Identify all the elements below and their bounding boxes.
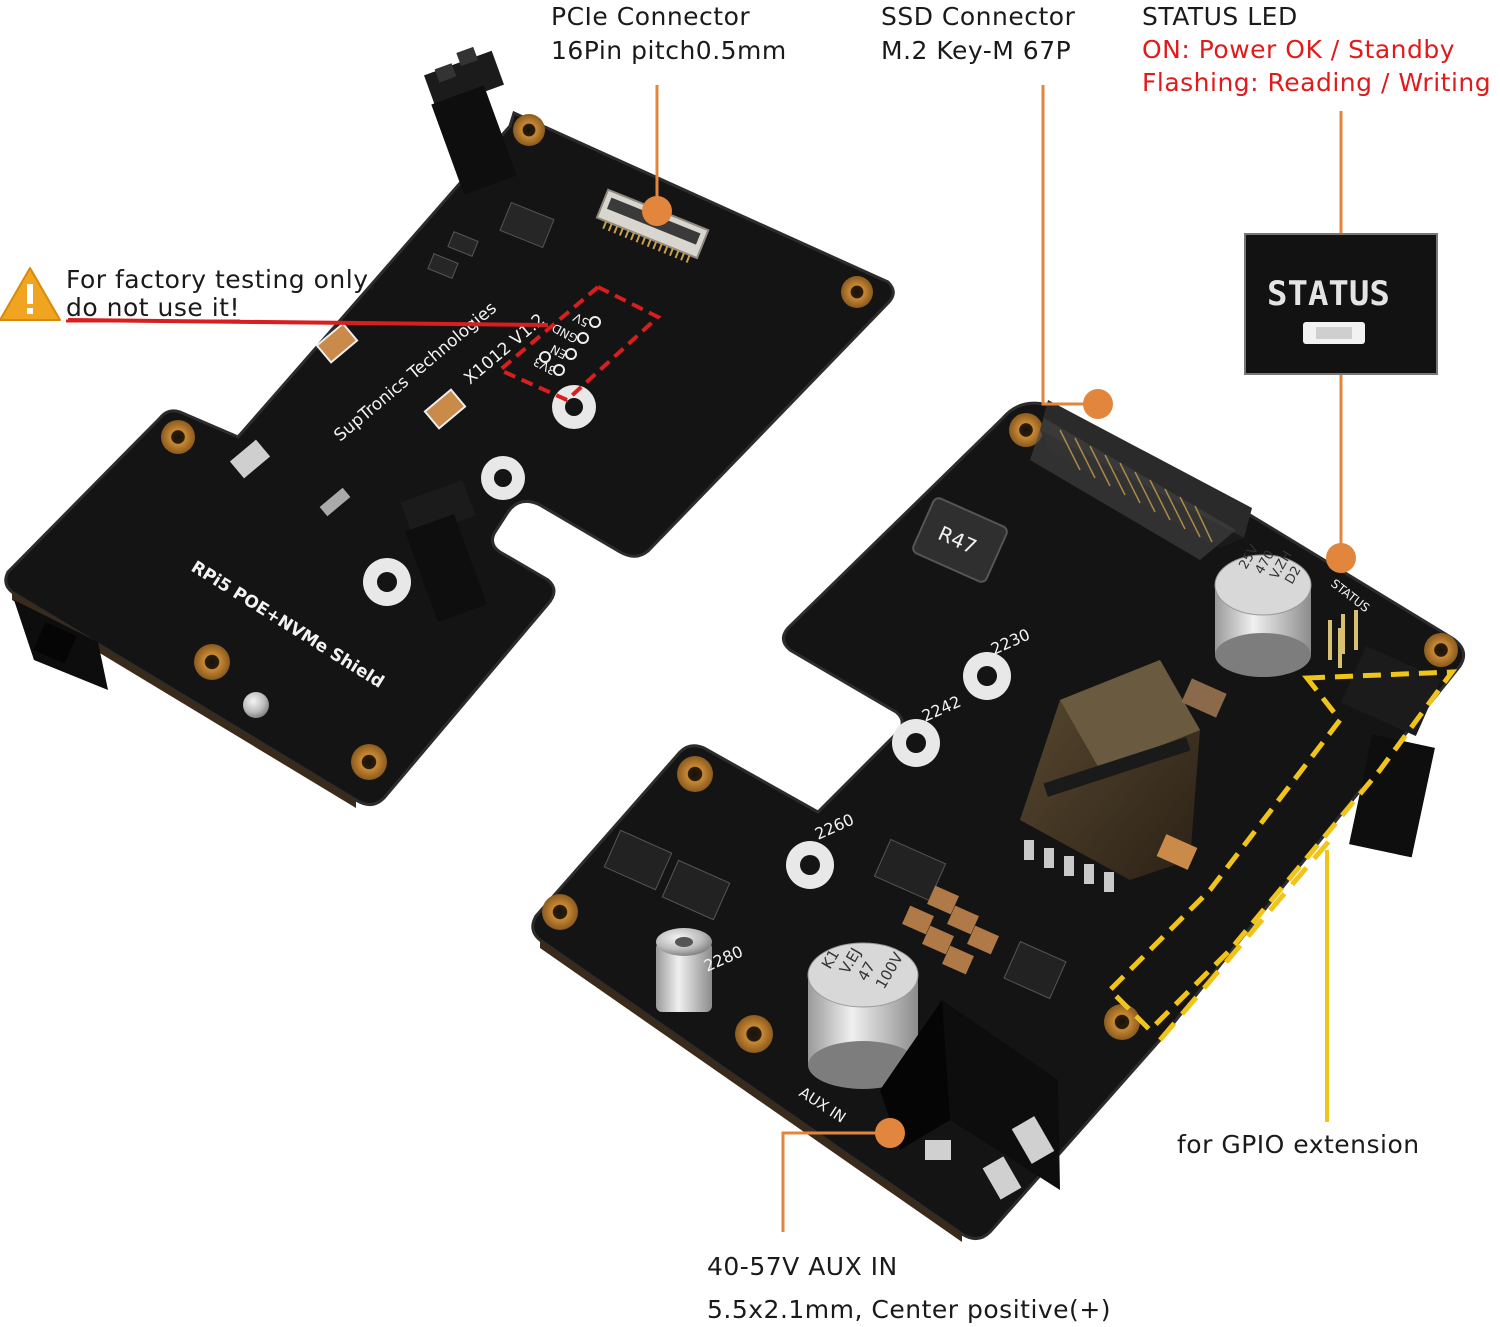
gpio-dash-line bbox=[1158, 838, 1332, 1042]
inductor-r47: R47 bbox=[912, 497, 1008, 583]
mount-hole bbox=[194, 644, 230, 680]
status-line2: Flashing: Reading / Writing bbox=[1142, 68, 1492, 97]
mount-hole bbox=[351, 744, 387, 780]
smd-part bbox=[319, 487, 351, 517]
board-edge bbox=[540, 940, 962, 1242]
top-header-lower bbox=[400, 479, 487, 622]
mount-hole bbox=[1104, 1004, 1140, 1040]
status-inset-text: STATUS bbox=[1267, 274, 1390, 314]
top-header-upper bbox=[424, 46, 517, 195]
chip bbox=[427, 253, 459, 279]
mount-hole bbox=[161, 420, 195, 454]
status-title: STATUS LED bbox=[1142, 2, 1298, 31]
capacitor bbox=[423, 388, 467, 430]
factory-line1: For factory testing only, bbox=[66, 265, 377, 294]
cap-cluster bbox=[902, 885, 999, 975]
chip bbox=[873, 838, 947, 902]
capacitor bbox=[315, 322, 359, 364]
resistor bbox=[1181, 678, 1227, 718]
chip bbox=[499, 201, 555, 249]
aux-line2: 5.5x2.1mm, Center positive(+) bbox=[707, 1295, 1112, 1324]
poe-transformer bbox=[1020, 660, 1200, 892]
mount-hole bbox=[513, 114, 545, 146]
pcie-detail: 16Pin pitch0.5mm bbox=[551, 36, 787, 65]
chip bbox=[661, 859, 731, 921]
pin-label: 5V bbox=[570, 310, 591, 330]
aux-dc-jack bbox=[880, 1000, 1060, 1200]
chip bbox=[447, 231, 479, 257]
test-pads bbox=[229, 439, 271, 479]
gpio-region-highlight bbox=[1106, 669, 1458, 1034]
standoff bbox=[243, 692, 269, 718]
mount-hole bbox=[542, 894, 578, 930]
top-dc-jack bbox=[14, 600, 108, 690]
capacitor bbox=[1156, 834, 1198, 870]
top-board: SupTronics Technologies X1012 V1.2 RPi5 … bbox=[4, 46, 895, 808]
aux-line1: 40-57V AUX IN bbox=[707, 1252, 898, 1281]
warning-icon bbox=[0, 267, 61, 321]
gpio-label: for GPIO extension bbox=[1177, 1130, 1420, 1159]
factory-pins: 5V GND EN 3V3 bbox=[531, 310, 601, 378]
bottom-board: 2230 2242 2260 2280 R47 bbox=[531, 400, 1466, 1242]
mount-hole bbox=[1424, 633, 1458, 667]
factory-pins-highlight bbox=[496, 284, 662, 403]
leader-lines bbox=[655, 85, 1343, 1232]
status-line1: ON: Power OK / Standby bbox=[1142, 35, 1456, 64]
ssd-title: SSD Connector bbox=[881, 2, 1076, 31]
gpio-header bbox=[1328, 610, 1442, 858]
m2-connector bbox=[1030, 400, 1252, 560]
ssd-detail: M.2 Key-M 67P bbox=[881, 36, 1072, 65]
top-board-outline bbox=[4, 110, 895, 806]
leader-dots bbox=[642, 196, 1356, 1148]
factory-line2: do not use it! bbox=[66, 293, 240, 322]
mount-hole bbox=[735, 1015, 773, 1053]
pcie-title: PCIe Connector bbox=[551, 2, 751, 31]
mount-hole bbox=[1009, 413, 1043, 447]
mount-hole bbox=[677, 756, 713, 792]
chip bbox=[603, 829, 673, 891]
chip bbox=[1003, 940, 1067, 1000]
capacitor-100v: K1 V.EJ 47 100V bbox=[807, 942, 919, 1089]
pin-label: EN bbox=[548, 342, 569, 362]
standoff-2280 bbox=[656, 928, 712, 1012]
status-led-inset: STATUS bbox=[1244, 233, 1438, 375]
mount-hole bbox=[841, 276, 873, 308]
